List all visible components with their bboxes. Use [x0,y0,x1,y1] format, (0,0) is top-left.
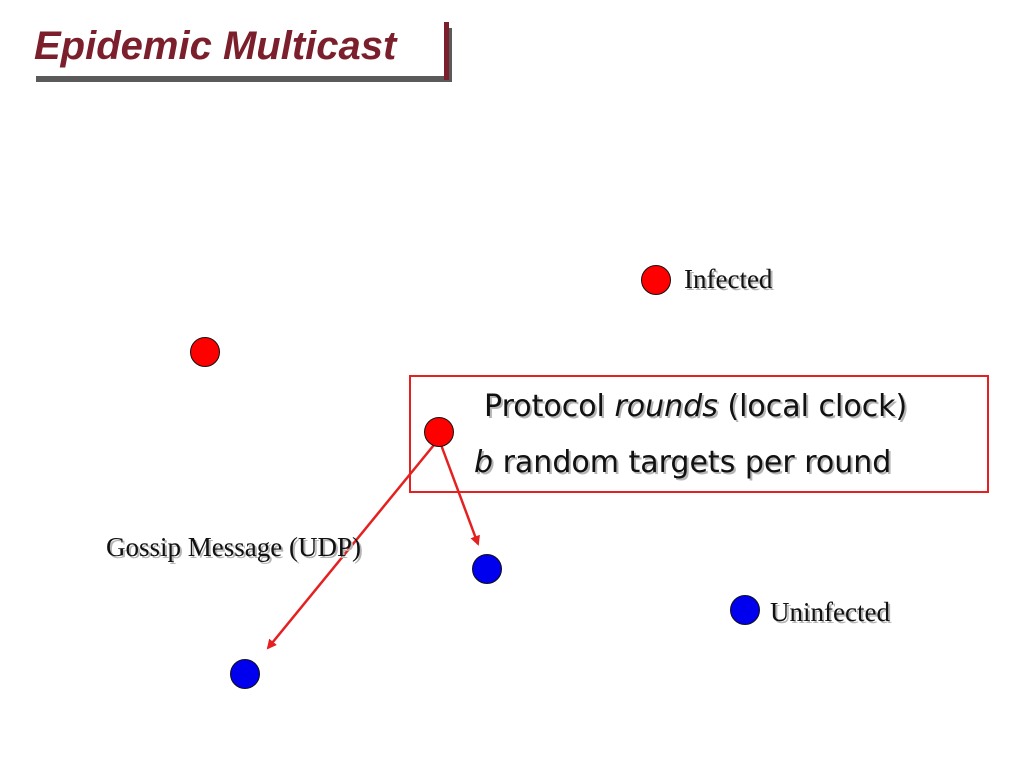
legend-infected-dot [641,265,671,295]
uninfected-node [230,659,260,689]
title-box: Epidemic Multicast [28,22,449,80]
uninfected-node [472,554,502,584]
legend-infected-label: Infected [684,264,773,294]
protocol-box [409,375,989,493]
protocol-line-1-suffix: (local clock) [717,389,908,424]
infected-node [424,417,454,447]
protocol-line-1-italic: rounds [614,389,718,424]
gossip-message-label: Gossip Message (UDP) [106,532,361,562]
gossip-arrow-2 [438,441,480,546]
protocol-line-1: Protocol rounds (local clock) [484,389,907,424]
protocol-line-2-suffix: random targets per round [493,445,892,480]
page-title: Epidemic Multicast [34,24,397,68]
protocol-line-2-italic: b [474,445,494,480]
legend-uninfected-dot [730,595,760,625]
protocol-line-1-prefix: Protocol [484,389,615,424]
protocol-line-2: b random targets per round [474,445,891,480]
legend-uninfected-label: Uninfected [770,597,890,627]
infected-node [190,337,220,367]
